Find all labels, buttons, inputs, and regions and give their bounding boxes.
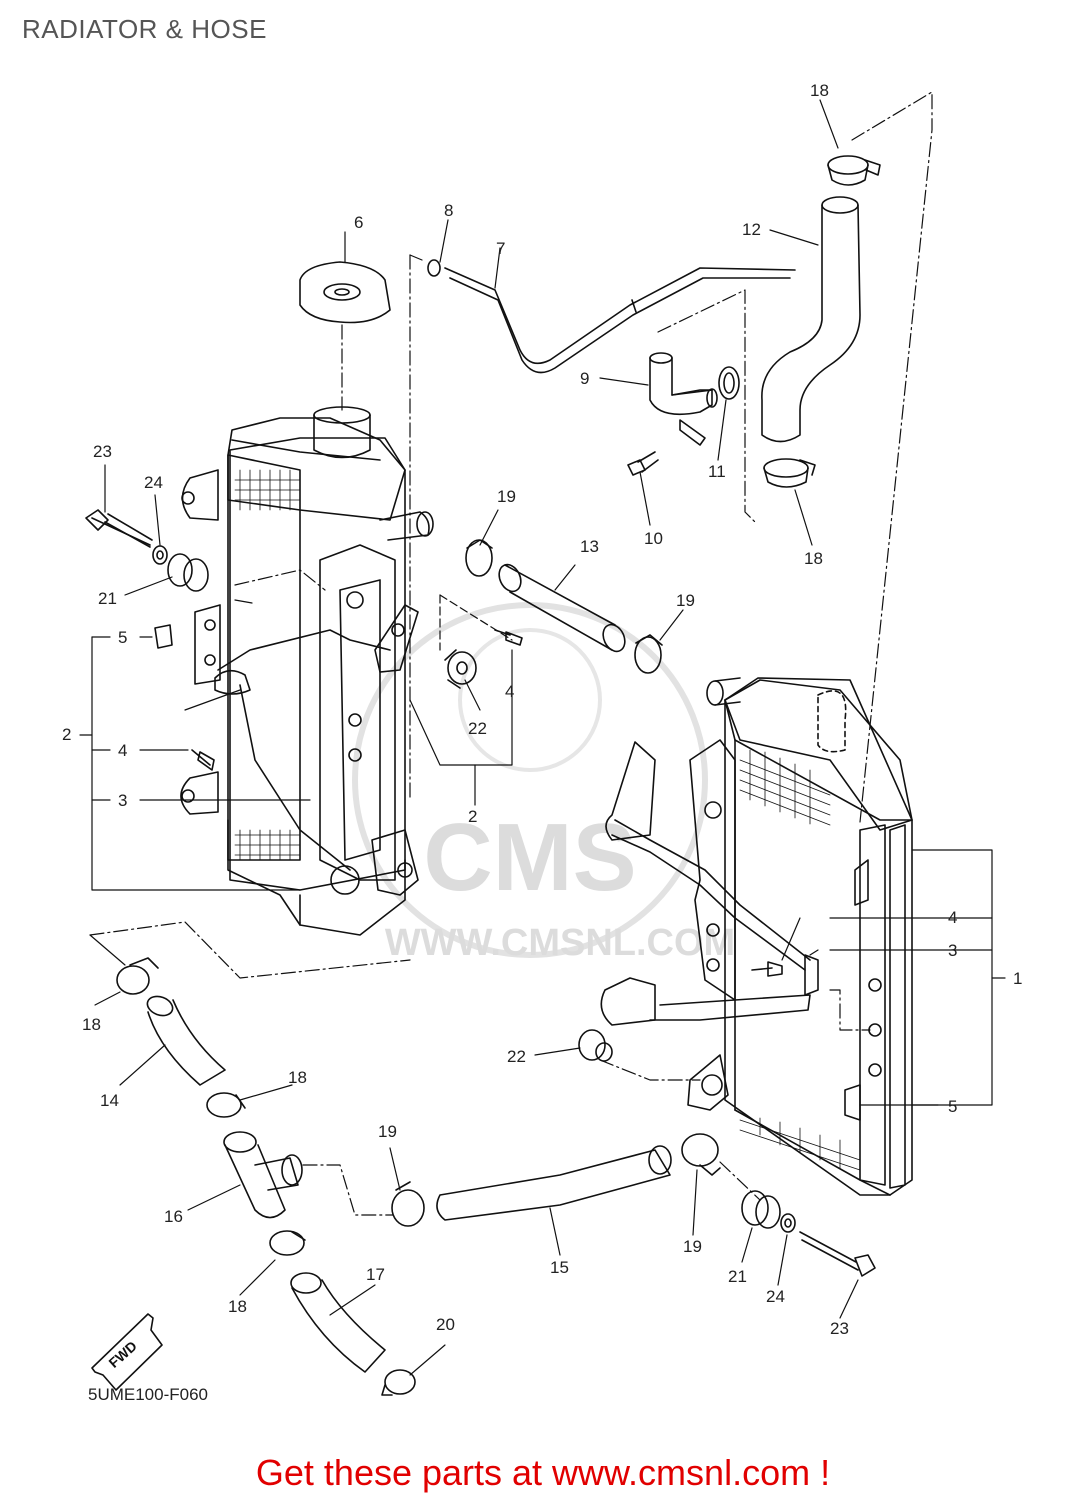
callout-2: 2: [468, 807, 477, 826]
footer-link[interactable]: Get these parts at www.cmsnl.com !: [255, 1452, 831, 1493]
callout-1: 1: [1013, 969, 1022, 988]
radiator-cap: [299, 261, 391, 324]
callout-20: 20: [436, 1315, 455, 1334]
callout-21: 21: [728, 1267, 747, 1286]
callout-17: 17: [366, 1265, 385, 1284]
callout-3: 3: [948, 941, 957, 960]
callout-14: 14: [100, 1091, 119, 1110]
callout-3: 3: [118, 791, 127, 810]
callout-19: 19: [683, 1237, 702, 1256]
fwd-label: FWD: [105, 1338, 139, 1371]
callout-2: 2: [62, 725, 71, 744]
callout-23: 23: [93, 442, 112, 461]
diagram-code: 5UME100-F060: [88, 1385, 209, 1404]
lower-hoses: [116, 957, 721, 1396]
hose-fitting: [627, 352, 740, 476]
callout-11: 11: [708, 462, 726, 481]
callout-5: 5: [118, 628, 127, 647]
watermark-url: WWW.CMSNL.COM: [385, 922, 735, 964]
callout-22: 22: [468, 719, 487, 738]
left-radiator: [85, 406, 523, 936]
callout-21: 21: [98, 589, 117, 608]
callout-24: 24: [766, 1287, 785, 1306]
callout-24: 24: [144, 473, 163, 492]
callout-19: 19: [497, 487, 516, 506]
callout-numbers: 1 2 2 3 3 4 4 4 5 5 6 7 8 9 10 11 12 13 …: [62, 81, 1022, 1338]
right-radiator: [578, 677, 913, 1277]
page-title: RADIATOR & HOSE: [22, 14, 267, 44]
callout-18: 18: [288, 1068, 307, 1087]
callout-18: 18: [804, 549, 823, 568]
callout-16: 16: [164, 1207, 183, 1226]
leader-lines: [79, 91, 1006, 1376]
callout-18: 18: [228, 1297, 247, 1316]
callout-4: 4: [118, 741, 127, 760]
callout-18: 18: [82, 1015, 101, 1034]
watermark-brand: CMS: [423, 804, 636, 911]
callout-10: 10: [644, 529, 663, 548]
callout-5: 5: [948, 1097, 957, 1116]
upper-hose: [761, 155, 881, 488]
callout-7: 7: [496, 239, 505, 258]
callout-22: 22: [507, 1047, 526, 1066]
callout-18: 18: [810, 81, 829, 100]
callout-12: 12: [742, 220, 761, 239]
connecting-hose: [465, 539, 663, 674]
callout-9: 9: [580, 369, 589, 388]
callout-19: 19: [676, 591, 695, 610]
callout-8: 8: [444, 201, 453, 220]
callout-15: 15: [550, 1258, 569, 1277]
fwd-arrow: FWD: [91, 1313, 163, 1391]
callout-6: 6: [354, 213, 363, 232]
watermark: CMS WWW.CMSNL.COM: [352, 602, 735, 964]
breather-hose: [427, 259, 796, 374]
callout-19: 19: [378, 1122, 397, 1141]
callout-13: 13: [580, 537, 599, 556]
callout-4: 4: [505, 682, 514, 701]
callout-23: 23: [830, 1319, 849, 1338]
callout-4: 4: [948, 908, 957, 927]
